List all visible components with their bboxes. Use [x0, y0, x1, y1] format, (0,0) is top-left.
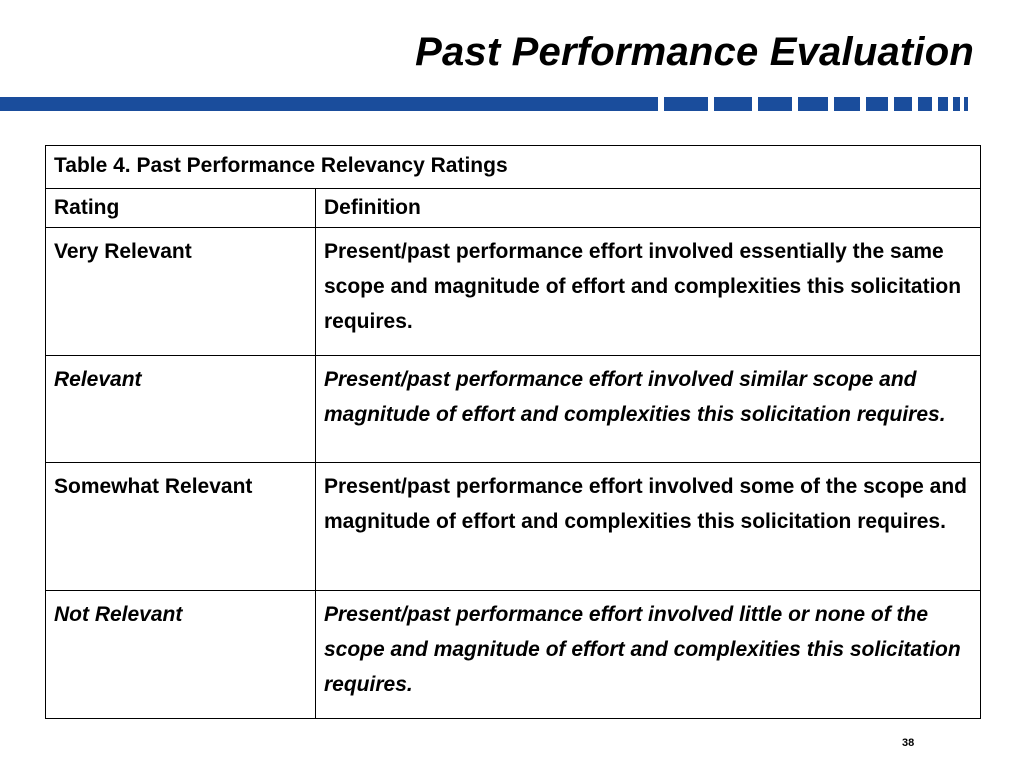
- header-rating: Rating: [45, 188, 316, 228]
- table-row-somewhat-relevant: Somewhat Relevant Present/past performan…: [45, 462, 982, 591]
- relevancy-ratings-table: Table 4. Past Performance Relevancy Rati…: [44, 145, 982, 719]
- title-bar-segment: [894, 97, 912, 111]
- rating-cell: Relevant: [45, 355, 316, 463]
- header-definition: Definition: [314, 188, 982, 228]
- definition-cell: Present/past performance effort involved…: [314, 590, 982, 719]
- rating-cell: Not Relevant: [45, 590, 316, 719]
- table-row-not-relevant: Not Relevant Present/past performance ef…: [45, 590, 982, 719]
- title-bar-segment: [866, 97, 888, 111]
- definition-cell: Present/past performance effort involved…: [314, 227, 982, 356]
- title-bar-segment: [938, 97, 948, 111]
- page-number: 38: [902, 737, 915, 749]
- title-bar-segment: [834, 97, 860, 111]
- title-bar-segment: [664, 97, 708, 111]
- table-caption-row: Table 4. Past Performance Relevancy Rati…: [44, 145, 982, 189]
- rating-cell: Somewhat Relevant: [45, 462, 316, 591]
- table-row-relevant: Relevant Present/past performance effort…: [45, 355, 982, 463]
- table-header-row: Rating Definition: [45, 188, 982, 228]
- title-bar-segment: [918, 97, 932, 111]
- title-underline-bar: [0, 97, 1024, 111]
- rating-cell: Very Relevant: [45, 227, 316, 356]
- relevancy-ratings-table-container: Table 4. Past Performance Relevancy Rati…: [44, 145, 982, 719]
- slide-title: Past Performance Evaluation: [415, 30, 974, 74]
- title-bar-segment: [964, 97, 968, 111]
- title-bar-segment: [758, 97, 792, 111]
- title-bar-segment: [798, 97, 828, 111]
- table-caption: Table 4. Past Performance Relevancy Rati…: [44, 145, 982, 189]
- definition-cell: Present/past performance effort involved…: [314, 355, 982, 463]
- title-bar-segment: [714, 97, 752, 111]
- title-bar-segment: [953, 97, 960, 111]
- definition-cell: Present/past performance effort involved…: [314, 462, 982, 591]
- title-bar-main: [0, 97, 658, 111]
- table-row-very-relevant: Very Relevant Present/past performance e…: [45, 227, 982, 356]
